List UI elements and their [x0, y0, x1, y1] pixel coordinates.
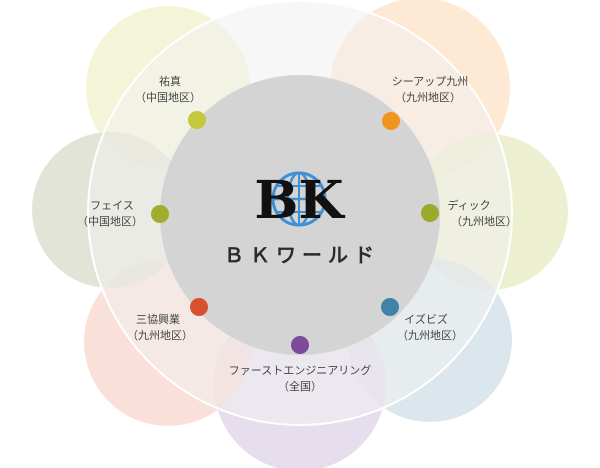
company-name-yushin: 祐真	[159, 74, 181, 88]
brand-name: ＢＫワールド	[224, 243, 380, 267]
company-region-sankyo-kogyo: （九州地区）	[127, 329, 193, 342]
company-dot-seeup-kyushu	[382, 112, 400, 130]
company-region-yushin: （中国地区）	[135, 91, 201, 104]
company-name-dick: ディック	[447, 198, 490, 212]
company-region-izubizu: （九州地区）	[397, 329, 463, 342]
company-dot-first-engineering	[291, 336, 309, 354]
company-region-seeup-kyushu: （九州地区）	[395, 91, 461, 104]
company-name-first-engineering: ファーストエンジニアリング	[229, 363, 371, 377]
company-name-seeup-kyushu: シーアップ九州	[392, 75, 469, 88]
company-name-face: フェイス	[90, 199, 134, 212]
company-dot-izubizu	[381, 298, 399, 316]
company-dot-yushin	[188, 111, 206, 129]
company-dot-sankyo-kogyo	[190, 298, 208, 316]
company-region-dick: （九州地区）	[451, 215, 517, 228]
company-dot-face	[151, 205, 169, 223]
company-name-izubizu: イズビズ	[404, 312, 448, 326]
globe-icon	[271, 171, 327, 227]
company-region-face: （中国地区）	[77, 215, 143, 228]
logo-text: BK	[254, 170, 345, 231]
company-name-sankyo-kogyo: 三協興業	[136, 313, 180, 326]
company-region-first-engineering: （全国）	[278, 379, 322, 393]
company-nodes: 祐真 （中国地区） シーアップ九州 （九州地区） ディック （九州地区） イズビ…	[77, 74, 517, 393]
company-dot-dick	[421, 204, 439, 222]
